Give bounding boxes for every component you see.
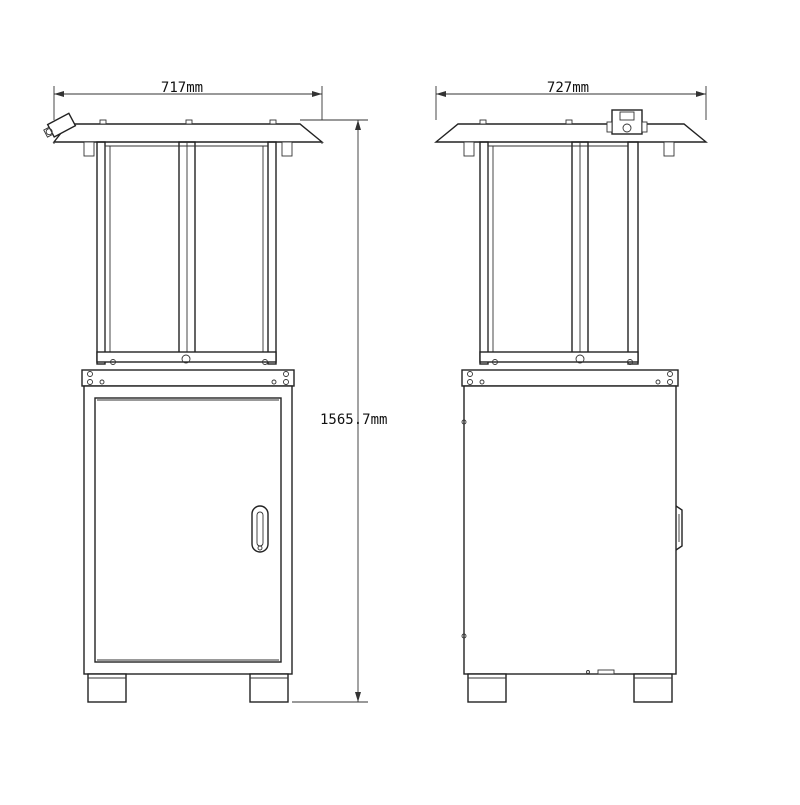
door-handle-icon: [251, 505, 269, 553]
side-cabinet: [461, 385, 683, 675]
side-glass-frame: [479, 141, 639, 365]
side-width-label: 727mm: [547, 80, 589, 96]
cabinet-door: [94, 397, 282, 663]
front-top-cap: [52, 119, 324, 157]
front-glass-frame: [96, 141, 277, 365]
front-base-flange: [81, 369, 295, 387]
control-box-icon: [606, 109, 648, 135]
front-view: 717mm: [43, 80, 387, 703]
height-dimension: 1565.7mm: [292, 119, 387, 703]
side-feet: [467, 673, 673, 703]
side-width-dimension: 727mm: [435, 80, 707, 120]
ignition-knob-icon: [43, 112, 77, 138]
front-feet: [87, 673, 289, 703]
front-width-label: 717mm: [161, 80, 203, 96]
side-base-flange: [461, 369, 679, 387]
front-width-dimension: 717mm: [53, 80, 323, 120]
front-cabinet: [83, 385, 293, 675]
height-label: 1565.7mm: [320, 412, 387, 428]
side-top-cap: [434, 109, 708, 157]
side-view: 727mm: [434, 80, 708, 703]
